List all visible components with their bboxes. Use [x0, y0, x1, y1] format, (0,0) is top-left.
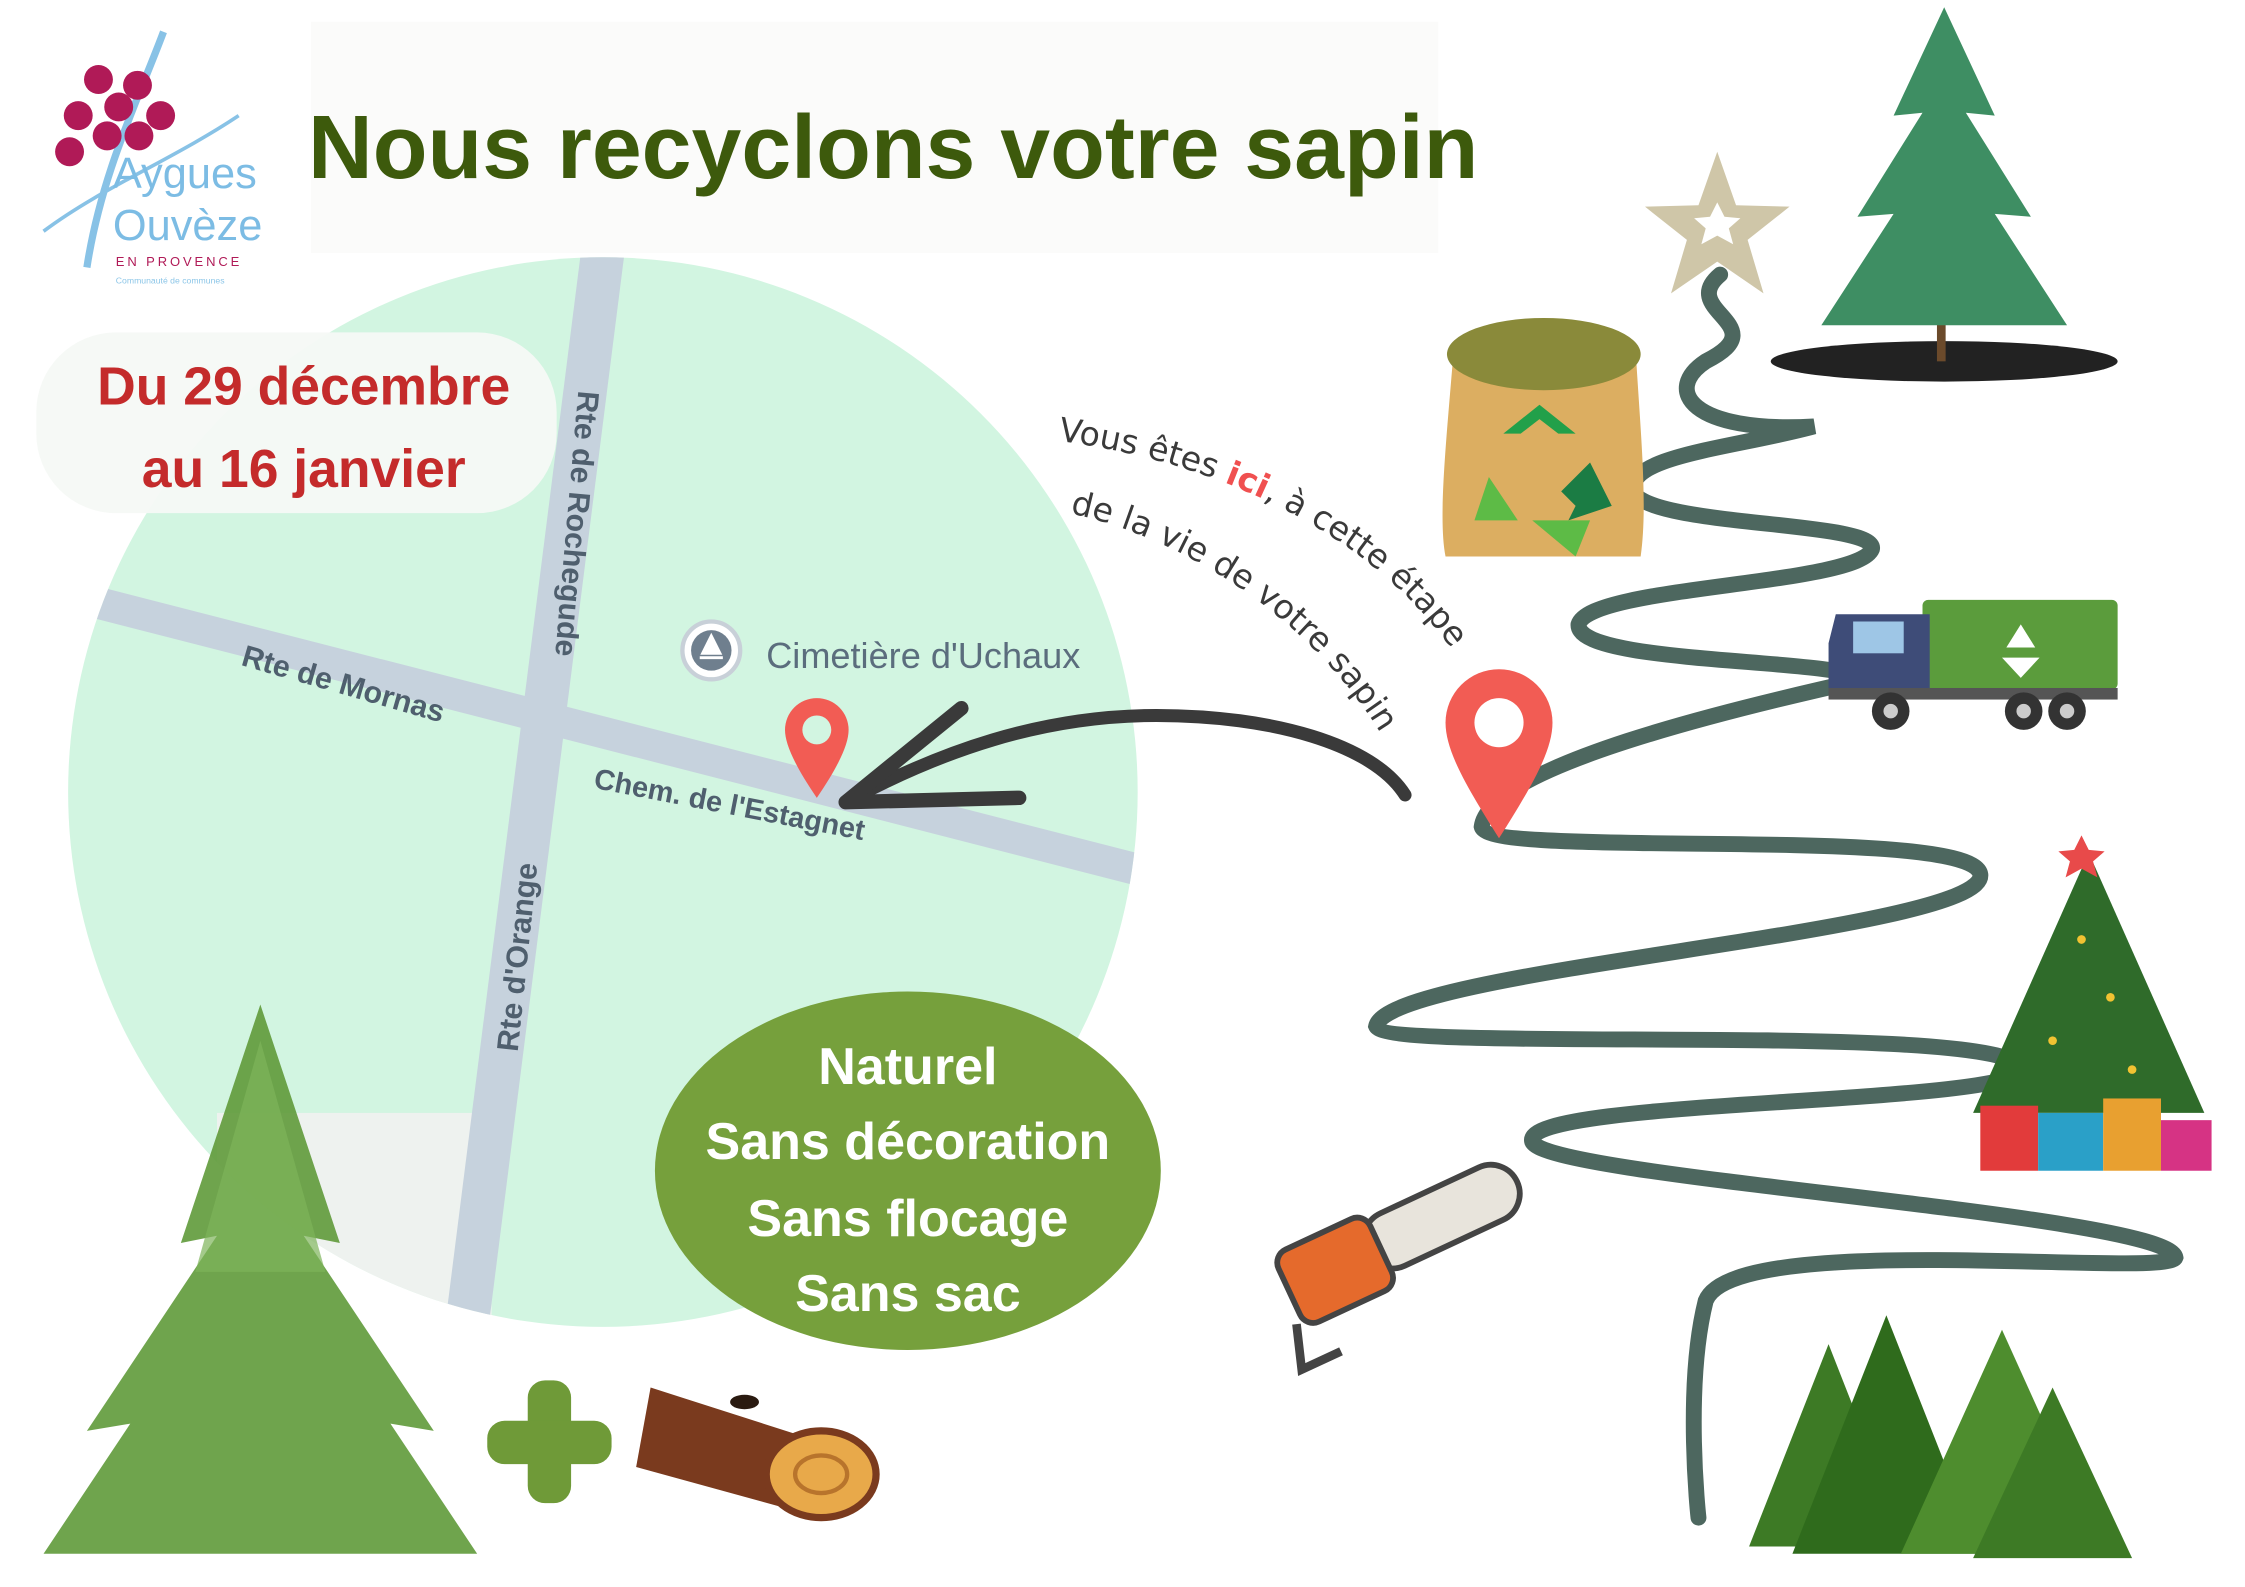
svg-text:Du 29 décembre: Du 29 décembre	[97, 358, 510, 417]
condition-item: Sans flocage	[747, 1190, 1068, 1248]
map-pin-icon	[785, 698, 849, 798]
chainsaw-icon	[1274, 1161, 1523, 1377]
svg-text:Aygues: Aygues	[113, 150, 257, 198]
condition-item: Naturel	[818, 1038, 997, 1096]
garbage-truck-icon	[1828, 599, 2118, 730]
page-title: Nous recyclons votre sapin	[308, 97, 1478, 197]
poi-label: Cimetière d'Uchaux	[766, 635, 1080, 676]
fir-tree-icon	[43, 1004, 478, 1554]
arrow-icon	[838, 700, 1412, 810]
decorated-tree-icon	[1973, 835, 2212, 1171]
conditions-badge: Naturel Sans décoration Sans flocage San…	[654, 991, 1161, 1350]
title-background	[310, 21, 1439, 253]
plus-icon	[487, 1380, 612, 1504]
condition-item: Sans sac	[795, 1265, 1021, 1323]
road-mornas-estagnet	[68, 577, 1138, 890]
svg-text:au 16 janvier: au 16 janvier	[142, 440, 466, 499]
svg-text:Communauté de communes: Communauté de communes	[116, 275, 225, 285]
log-icon	[636, 1387, 880, 1522]
road-rochegude	[441, 257, 629, 1327]
compost-sack-icon	[1442, 317, 1644, 557]
condition-item: Sans décoration	[706, 1113, 1111, 1171]
cemetery-icon	[680, 619, 743, 682]
forest-icon	[1749, 1315, 2133, 1559]
svg-text:Ouvèze: Ouvèze	[113, 202, 262, 250]
logo: Aygues Ouvèze EN PROVENCE Communauté de …	[42, 30, 262, 285]
recycle-symbol-icon	[2001, 624, 2040, 678]
you-are-here-pin-icon	[1445, 669, 1553, 839]
date-badge: Du 29 décembre au 16 janvier	[36, 332, 557, 514]
svg-text:EN PROVENCE: EN PROVENCE	[116, 254, 242, 269]
tree-icon	[1770, 7, 2118, 382]
